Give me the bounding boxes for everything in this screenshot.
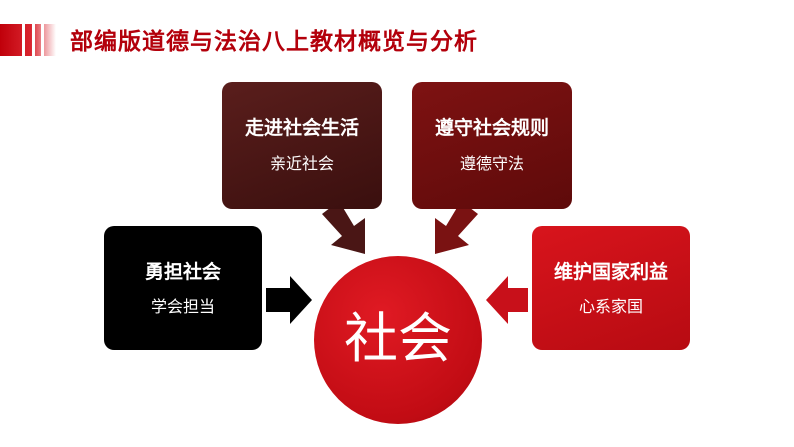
box-subtitle: 亲近社会 <box>269 154 334 173</box>
box-obey-social-rules: 遵守社会规则 遵德守法 <box>412 82 572 209</box>
center-label: 社会 <box>344 307 452 370</box>
box-heading: 勇担社会 <box>144 261 221 283</box>
box-heading: 维护国家利益 <box>553 261 668 283</box>
arrow-left <box>266 276 312 324</box>
arrow-right <box>486 276 528 324</box>
page-title: 部编版道德与法治八上教材概览与分析 <box>70 29 478 55</box>
box-subtitle: 遵德守法 <box>459 154 524 173</box>
box-heading: 遵守社会规则 <box>434 117 549 139</box>
box-heading: 走进社会生活 <box>244 117 359 139</box>
box-defend-national-interest: 维护国家利益 心系家国 <box>532 226 690 350</box>
box-subtitle: 学会担当 <box>150 297 215 316</box>
center-circle-society: 社会 <box>314 256 482 424</box>
box-enter-social-life: 走进社会生活 亲近社会 <box>222 82 382 209</box>
box-take-social-responsibility: 勇担社会 学会担当 <box>104 226 262 350</box>
box-subtitle: 心系家国 <box>578 297 643 316</box>
title-accent-bar <box>0 24 56 56</box>
